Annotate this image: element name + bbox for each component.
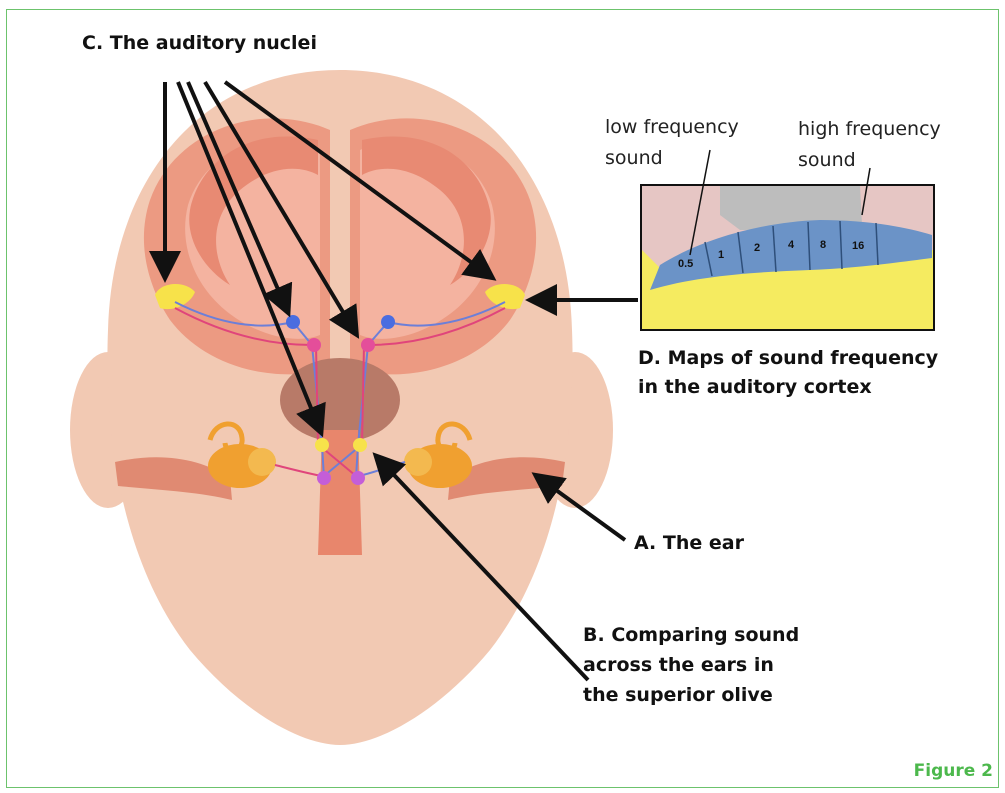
freq-tick-8: 8 — [820, 239, 826, 251]
freq-tick-2: 2 — [754, 242, 760, 254]
label-frequency-maps: D. Maps of sound frequency in the audito… — [638, 344, 938, 402]
freq-tick-16: 16 — [852, 240, 864, 252]
label-high-frequency: high frequency sound — [798, 114, 941, 176]
label-auditory-nuclei: C. The auditory nuclei — [82, 30, 317, 56]
freq-tick-4: 4 — [788, 239, 795, 251]
freq-tick-0.5: 0.5 — [678, 258, 693, 270]
label-ear: A. The ear — [634, 530, 744, 556]
label-low-frequency: low frequency sound — [605, 112, 739, 174]
tonotopic-map-inset: 0.5 1 2 4 8 16 — [641, 185, 934, 330]
freq-tick-1: 1 — [718, 249, 724, 261]
figure-number: Figure 2 — [914, 761, 993, 781]
label-superior-olive: B. Comparing sound across the ears in th… — [583, 620, 799, 710]
